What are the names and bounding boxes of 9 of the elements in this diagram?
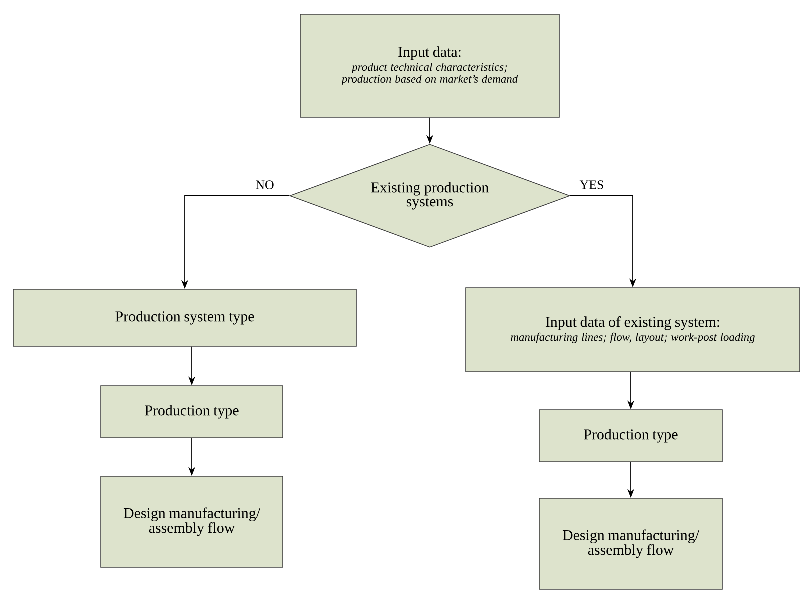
process-box: Production type (539, 410, 723, 462)
edge-label: YES (578, 180, 606, 190)
process-box: Design manufacturing/ assembly flow (100, 476, 284, 568)
process-box: Input data of existing system: manufacturing lines; flow, layout; work-post loading (466, 288, 800, 372)
process-box: Input data: product technical characteristics; production based on market’s demand (300, 14, 560, 118)
process-box: Production system type (13, 289, 357, 347)
process-box: Design manufacturing/ assembly flow (539, 498, 723, 590)
edge-label: NO (254, 180, 276, 190)
process-box: Production type (100, 386, 284, 438)
